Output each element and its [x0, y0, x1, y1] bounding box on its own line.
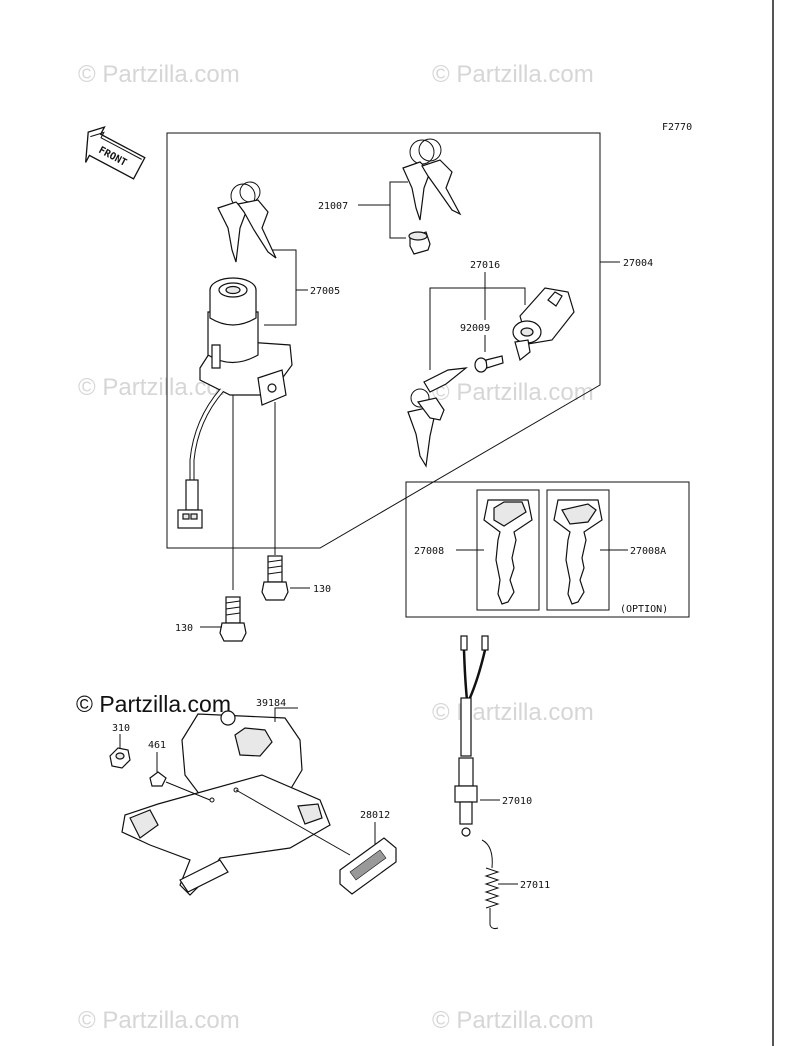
key-set-21007	[402, 138, 462, 255]
label-130-left: 130	[175, 623, 193, 634]
label-27004: 27004	[623, 258, 653, 269]
bolt-130-left	[219, 596, 247, 642]
watermark: © Partzilla.com	[432, 61, 594, 88]
key-set-27005	[217, 181, 277, 263]
label-39184: 39184	[256, 698, 286, 709]
watermark-main: © Partzilla.com	[76, 691, 231, 717]
front-arrow: FRONT	[85, 126, 146, 180]
label-27008: 27008	[414, 546, 444, 557]
label-27005: 27005	[310, 286, 340, 297]
key-blank-27008A	[546, 489, 610, 611]
leader-21007-bracket	[389, 181, 408, 239]
watermark-group: © Partzilla.com © Partzilla.com © Partzi…	[78, 61, 594, 1034]
option-key-box	[405, 481, 690, 618]
watermark: © Partzilla.com	[432, 379, 594, 406]
leader-461-line	[165, 781, 211, 801]
screw-92009	[474, 355, 504, 373]
leader-27005	[264, 249, 297, 326]
key-blank-27008	[476, 489, 540, 611]
label-92009: 92009	[460, 323, 490, 334]
nut-310	[109, 747, 131, 769]
ignition-switch	[199, 277, 293, 406]
assembly-outline	[166, 132, 601, 549]
watermark: © Partzilla.com	[78, 1007, 240, 1034]
switch-27010	[454, 635, 489, 837]
label-461: 461	[148, 740, 166, 751]
reflector-28012	[339, 837, 397, 895]
reflector-mount-line	[235, 789, 351, 856]
watermark: © Partzilla.com	[78, 61, 240, 88]
label-310: 310	[112, 723, 130, 734]
label-130-right: 130	[313, 584, 331, 595]
label-21007: 21007	[318, 201, 348, 212]
label-27016: 27016	[470, 260, 500, 271]
watermark: © Partzilla.com	[432, 699, 594, 726]
label-27008A: 27008A	[630, 546, 666, 557]
watermark: © Partzilla.com	[432, 1007, 594, 1034]
spring-27011	[481, 839, 500, 930]
clip-461	[149, 771, 167, 787]
wire-sleeve	[185, 479, 199, 511]
switch-connector	[177, 509, 203, 529]
page-edge-line	[772, 0, 774, 1046]
label-27011: 27011	[520, 880, 550, 891]
bracket-27016	[429, 287, 526, 370]
bracket-39184	[121, 710, 331, 896]
figure-code: F2770	[662, 122, 692, 133]
label-28012: 28012	[360, 810, 390, 821]
leader-39184	[274, 707, 298, 722]
bolt-130-right	[261, 555, 289, 601]
seat-lock	[512, 287, 575, 362]
label-27010: 27010	[502, 796, 532, 807]
option-label: (OPTION)	[620, 604, 668, 615]
seat-lock-keys	[407, 367, 468, 468]
